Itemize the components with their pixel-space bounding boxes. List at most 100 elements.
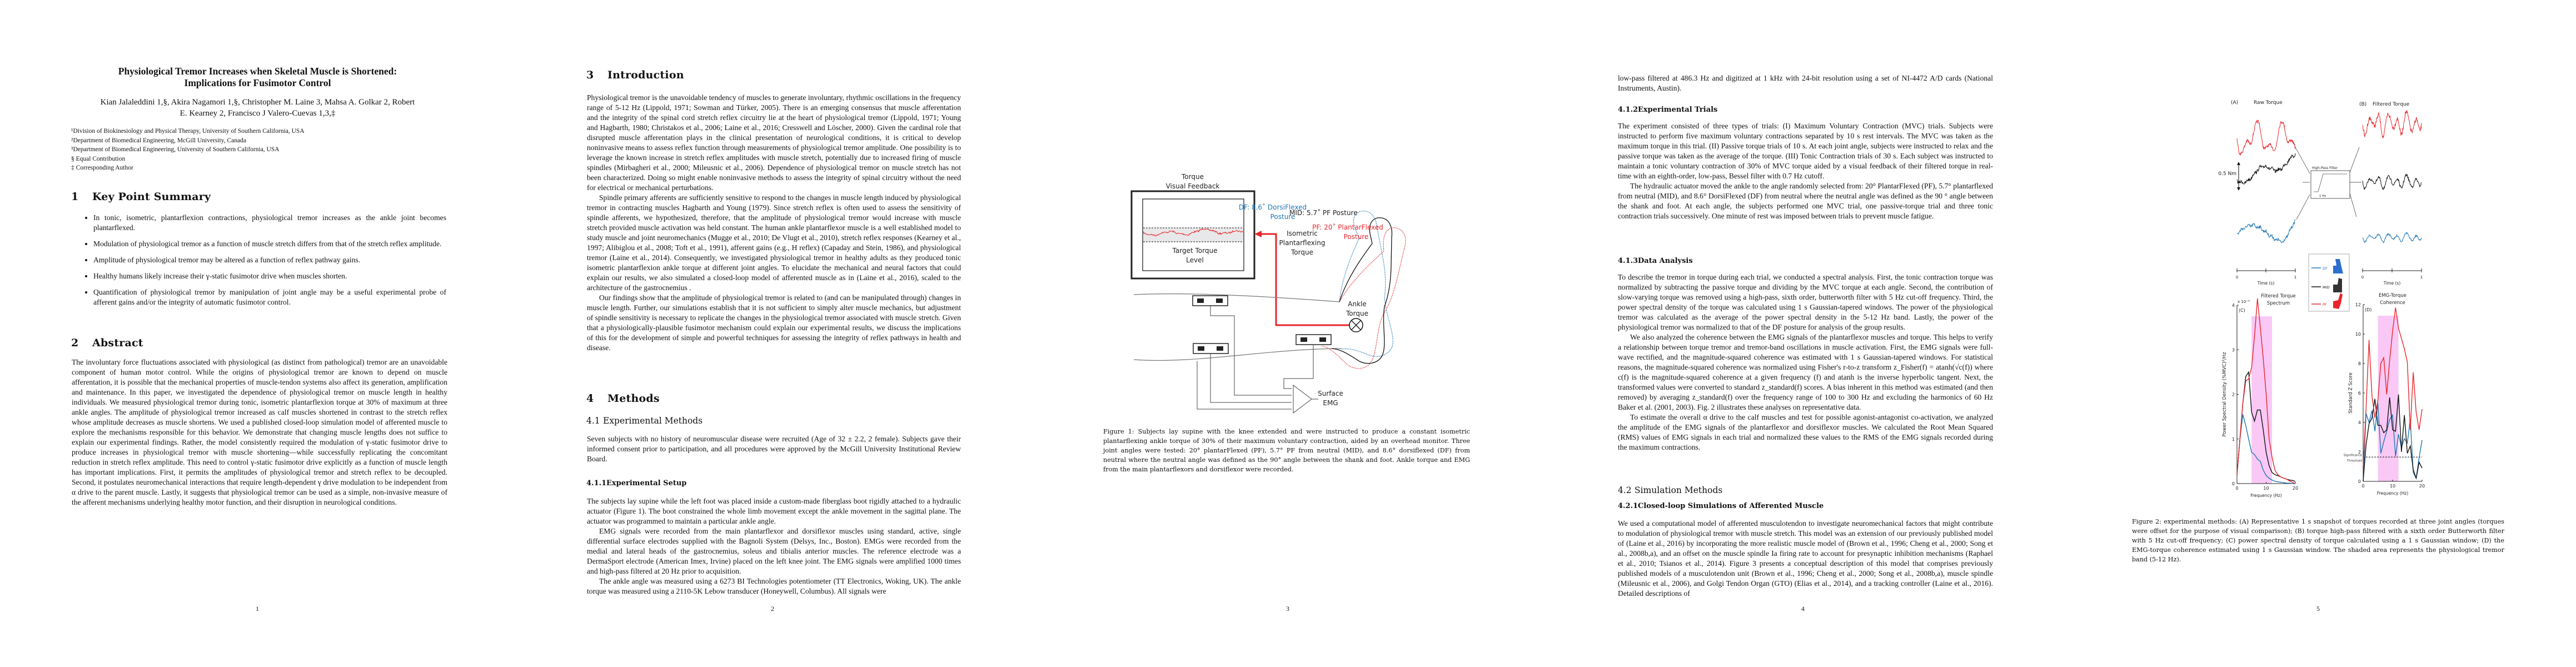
- time-axis-a: [2236, 268, 2296, 272]
- scale-bar-label: 0.5 Nm: [2218, 171, 2236, 177]
- time-axis-label: Time (s): [2257, 281, 2275, 286]
- x-tick-label: 0: [2235, 486, 2238, 491]
- list-item: Amplitude of physiological tremor may be…: [93, 255, 446, 265]
- panel-label: (C): [2239, 308, 2245, 313]
- df-posture-label: Posture: [1270, 213, 1296, 221]
- tick-label: 0: [2361, 275, 2364, 280]
- raw-torque-traces: [2236, 120, 2296, 243]
- raw-torque-trace-pf: [2236, 120, 2296, 156]
- affiliation: ³Department of Biomedical Engineering, U…: [71, 146, 280, 153]
- page-4: low-pass filtered at 486.3 Hz and digiti…: [1546, 0, 2061, 667]
- y-tick-label: 0: [2358, 479, 2361, 484]
- page-3: Torque Visual Feedback Target Torque Lev…: [1030, 0, 1546, 667]
- legend-label-pf: PF: [2323, 302, 2327, 307]
- subsubsection-heading: 4.1.1Experimental Setup: [586, 479, 687, 487]
- y-axis-label: Standard Z Score: [2348, 372, 2354, 414]
- emg-electrode-icon: [1192, 295, 1228, 306]
- filter-cutoff-label: 1 Hz: [2319, 195, 2326, 198]
- threshold-label: Threshold: [2346, 459, 2362, 462]
- torque-label: Torque: [1291, 248, 1313, 256]
- foot-pf-icon: [2333, 293, 2343, 309]
- panel-a-label: (A): [2231, 100, 2238, 106]
- pf-posture-label: Posture: [1344, 233, 1369, 241]
- filtered-torque-traces: [2362, 110, 2422, 244]
- chart-title: EMG-Torque: [2379, 293, 2406, 298]
- torque-feedback-trace: [1143, 228, 1244, 237]
- panel-b-title: Filtered Torque: [2373, 102, 2410, 107]
- y-tick-label: 4: [2232, 303, 2235, 308]
- emg-electrode-icon: [1193, 343, 1229, 354]
- page-5: (A) Raw Torque (B) Filtered Torque 0.5 N…: [2061, 0, 2576, 667]
- x-tick-label: 0: [2361, 484, 2364, 489]
- list-item: In tonic, isometric, plantarflexion cont…: [93, 213, 446, 233]
- subsubsection-heading: 4.1.3Data Analysis: [1618, 257, 1693, 265]
- y-tick-label: 12: [2355, 302, 2361, 307]
- series-line-df: [2236, 414, 2295, 484]
- series-line-df: [2363, 403, 2423, 482]
- emg-electrode-icon: [1296, 334, 1332, 345]
- monitor-title: Torque: [1181, 173, 1204, 181]
- key-point-list: In tonic, isometric, plantarflexion cont…: [61, 213, 446, 313]
- page-number: 1: [256, 605, 259, 613]
- time-axis-label: Time (s): [2383, 281, 2401, 286]
- target-label: Level: [1186, 256, 1204, 264]
- chart-title: Spectrum: [2267, 301, 2290, 306]
- monitor-title: Visual Feedback: [1166, 182, 1220, 190]
- y-tick-label: 2: [2358, 450, 2361, 455]
- affiliation: ²Department of Biomedical Engineering, M…: [71, 137, 247, 144]
- page-number: 2: [771, 605, 774, 613]
- raw-torque-trace-mid: [2236, 153, 2296, 185]
- chart-title: Coherence: [2380, 300, 2405, 306]
- y-tick-label: 4: [2358, 420, 2361, 425]
- simulation-text: We used a computational model of afferen…: [1618, 519, 1993, 598]
- chart-title: Filtered Torque: [2261, 293, 2296, 299]
- x-axis-label: Frequency (Hz): [2377, 491, 2409, 496]
- x-axis-label: Frequency (Hz): [2250, 493, 2282, 498]
- panel-a-title: Raw Torque: [2254, 100, 2283, 106]
- scale-bar: [2237, 162, 2240, 191]
- foot-df-icon: [2333, 259, 2343, 273]
- y-tick-label: 8: [2358, 361, 2361, 366]
- continued-text: low-pass filtered at 486.3 Hz and digiti…: [1618, 74, 1993, 92]
- torque-signal-line: [1259, 233, 1349, 326]
- page-number: 3: [1286, 605, 1289, 613]
- foot-df-posture: [1339, 210, 1393, 357]
- target-label: Target Torque: [1172, 247, 1218, 255]
- y-multiplier-label: x 10⁻⁸: [2238, 300, 2250, 304]
- y-axis-label: Power Spectral Density (%MVC)²/Hz: [2222, 352, 2228, 437]
- y-tick-label: 1: [2232, 437, 2235, 442]
- list-item: Healthy humans likely increase their γ-s…: [93, 271, 446, 281]
- filter-arrows: [2294, 146, 2361, 220]
- torque-label: Isometric: [1287, 230, 1318, 237]
- y-tick-label: 10: [2355, 332, 2361, 337]
- filtered-torque-trace-df: [2362, 231, 2422, 244]
- monitor-frame: [1130, 190, 1255, 280]
- filtered-torque-trace-mid: [2362, 173, 2422, 191]
- list-item: Modulation of physiological tremor as a …: [93, 239, 446, 249]
- figure-1-setup-diagram: Torque Visual Feedback Target Torque Lev…: [1130, 173, 1406, 414]
- leg-lower-outline: [1133, 348, 1342, 361]
- subsubsection-heading: 4.1.2Experimental Trials: [1618, 106, 1718, 114]
- pf-posture-label: PF: 20˚ PlantarFlexed: [1312, 223, 1383, 231]
- tremor-band-shade: [2378, 316, 2399, 481]
- figure-2-caption: Figure 2: experimental methods: (A) Repr…: [2132, 518, 2504, 563]
- subsubsection-heading: 4.2.1Closed-loop Simulations of Afferent…: [1618, 502, 1824, 510]
- high-pass-filter-box: [2310, 170, 2350, 199]
- x-tick-label: 10: [2263, 486, 2269, 491]
- x-tick-label: 20: [2293, 486, 2298, 491]
- leg-upper-outline: [1133, 293, 1340, 302]
- series-line-pf: [2363, 307, 2423, 467]
- figure-2: (A) Raw Torque (B) Filtered Torque 0.5 N…: [2218, 100, 2425, 498]
- x-tick-label: 10: [2390, 484, 2395, 489]
- legend-label-df: DF: [2323, 266, 2328, 271]
- mid-posture-label: MID: 5.7˚ PF Posture: [1289, 208, 1358, 217]
- trials-text: The experiment consisted of three types …: [1618, 122, 1993, 220]
- methods-text: Seven subjects with no history of neurom…: [587, 435, 961, 463]
- page-1: Physiological Tremor Increases when Skel…: [0, 0, 515, 667]
